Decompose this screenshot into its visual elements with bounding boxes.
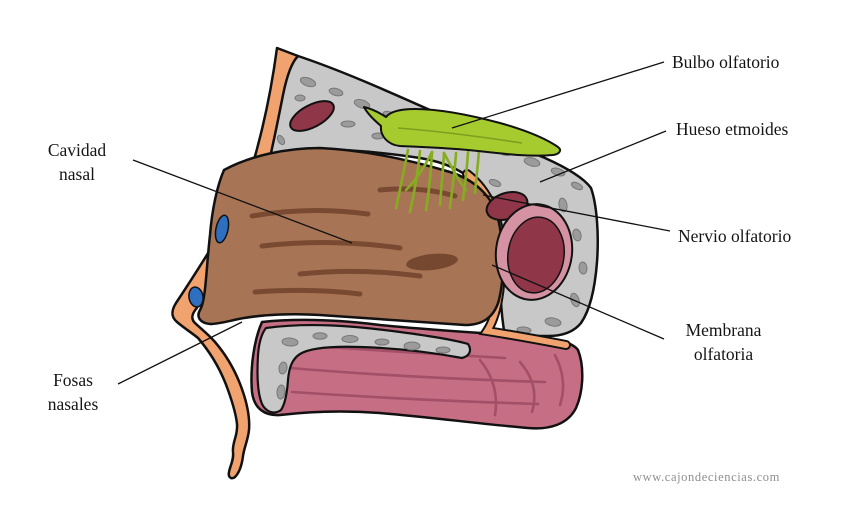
watermark-text: www.cajondeciencias.com	[633, 470, 780, 484]
leader-nervio-olfatorio	[482, 194, 671, 232]
label-membrana-olfatoria: Membrana olfatoria	[685, 320, 762, 364]
blood-vessel-shapes	[289, 100, 574, 301]
label-hueso-etmoides: Hueso etmoides	[676, 119, 789, 139]
mucosa-texture-lines	[288, 343, 565, 417]
olfactory-bulb	[363, 106, 562, 157]
frontal-vessel	[289, 100, 335, 132]
leader-lines	[117, 61, 671, 385]
label-nervio-olfatorio: Nervio olfatorio	[678, 226, 792, 246]
olfactory-nerve-fibers	[394, 148, 481, 214]
label-cavidad-nasal: Cavidad nasal	[47, 140, 107, 184]
palate-bone-speckles	[276, 332, 451, 400]
cavity-dark-recess	[406, 253, 458, 271]
palate-bone-region	[256, 323, 472, 414]
cavity-conchae-streaks	[249, 186, 458, 297]
sphenoid-sinus-core	[507, 216, 565, 294]
leader-bulbo-olfatorio	[451, 61, 665, 129]
vein-upper	[214, 214, 230, 244]
label-fosas-nasales: Fosas nasales	[47, 370, 99, 414]
olfactory-bulb-vein	[397, 127, 523, 144]
nasal-cavity-region	[197, 146, 505, 327]
leader-cavidad-nasal	[132, 159, 353, 244]
leader-hueso-etmoides	[539, 130, 667, 183]
nasal-cavity-shape	[197, 146, 505, 327]
leader-fosas-nasales	[117, 321, 243, 385]
vein-lower	[188, 286, 204, 308]
label-bulbo-olfatorio: Bulbo olfatorio	[672, 52, 780, 72]
olfactory-bulb-shape	[363, 106, 562, 157]
leader-membrana-olfatoria	[491, 264, 665, 340]
vein-shapes	[188, 214, 230, 308]
